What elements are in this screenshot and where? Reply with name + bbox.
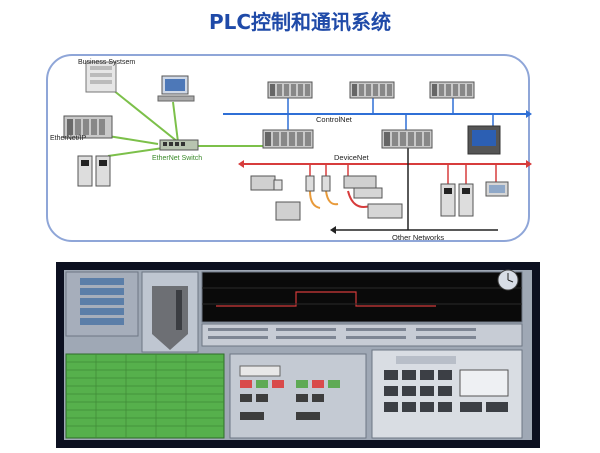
keypad-key[interactable]: [420, 386, 434, 396]
plc-rack-icon: [262, 129, 314, 149]
operator-terminal-icon: [485, 181, 509, 197]
keypad-key[interactable]: [402, 386, 416, 396]
devicenet-label: DeviceNet: [334, 153, 370, 162]
clock-gauge-icon: [497, 269, 519, 291]
io-module-icon: [275, 201, 301, 221]
sensor-icon: [321, 175, 331, 192]
other-networks-arrow: [330, 226, 336, 234]
hmi-panel-icon: [467, 125, 501, 155]
keypad-key[interactable]: [438, 370, 452, 380]
controlnet-arrow: [526, 110, 532, 118]
page-title: PLC控制和通讯系统: [208, 10, 392, 34]
network-diagram-panel: Business Systsem EtherNet/IP: [46, 54, 532, 242]
menu-button[interactable]: [80, 308, 124, 315]
drive-icons: [77, 155, 111, 187]
keypad-key[interactable]: [438, 386, 452, 396]
plc-rack-icon: [267, 81, 313, 99]
keypad-key[interactable]: [402, 402, 416, 412]
business-system-label: Business Systsem: [78, 59, 135, 66]
control-button[interactable]: [312, 380, 324, 388]
controlnet-label: ControlNet: [316, 115, 353, 124]
ethernet-switch-label: EtherNet Switch: [152, 155, 202, 162]
menu-button[interactable]: [80, 298, 124, 305]
keypad-key[interactable]: [384, 402, 398, 412]
control-button[interactable]: [272, 380, 284, 388]
keypad-key[interactable]: [438, 402, 452, 412]
keypad-key[interactable]: [420, 402, 434, 412]
control-button[interactable]: [240, 412, 264, 420]
ethernet-switch-icon: [159, 139, 199, 151]
other-networks-label: Other Networks: [392, 233, 444, 242]
ethernet-plc-icon: [63, 115, 113, 139]
ethernet-ip-label: EtherNet/IP: [50, 135, 87, 142]
menu-button[interactable]: [80, 288, 124, 295]
control-button-panel: [229, 353, 367, 439]
control-button[interactable]: [240, 394, 252, 402]
control-button[interactable]: [256, 380, 268, 388]
control-button[interactable]: [240, 380, 252, 388]
left-menu-panel: [65, 271, 139, 337]
io-module-icon: [250, 175, 283, 191]
trend-chart: [201, 271, 523, 323]
plc-rack-icon: [381, 129, 433, 149]
keypad-panel: [371, 349, 523, 439]
keypad-key[interactable]: [486, 402, 508, 412]
keypad-key[interactable]: [402, 370, 416, 380]
workstation-icon: [157, 75, 195, 102]
keypad-key[interactable]: [420, 370, 434, 380]
control-button[interactable]: [328, 380, 340, 388]
control-button[interactable]: [296, 394, 308, 402]
plc-rack-icon: [429, 81, 475, 99]
business-server-icon: [85, 61, 117, 93]
menu-button[interactable]: [80, 318, 124, 325]
control-button[interactable]: [312, 394, 324, 402]
devicenet-arrow-right: [526, 160, 532, 168]
control-button[interactable]: [296, 412, 320, 420]
scada-screen: [56, 262, 540, 448]
devicenet-arrow-left: [238, 160, 244, 168]
keypad-key[interactable]: [384, 370, 398, 380]
io-module-icon: [343, 175, 403, 219]
control-button[interactable]: [296, 380, 308, 388]
plc-rack-icon: [349, 81, 395, 99]
data-table: [65, 353, 225, 439]
menu-button[interactable]: [80, 278, 124, 285]
keypad-key[interactable]: [460, 402, 482, 412]
sensor-icon: [305, 175, 315, 192]
keypad-key[interactable]: [384, 386, 398, 396]
scada-screen-photo: [56, 262, 540, 448]
network-diagram: Business Systsem EtherNet/IP: [50, 59, 532, 242]
drive-icons: [440, 183, 474, 217]
control-button[interactable]: [256, 394, 268, 402]
ethernet-line: [107, 85, 179, 143]
vessel-graphic: [141, 271, 199, 353]
display-window: [459, 369, 509, 397]
